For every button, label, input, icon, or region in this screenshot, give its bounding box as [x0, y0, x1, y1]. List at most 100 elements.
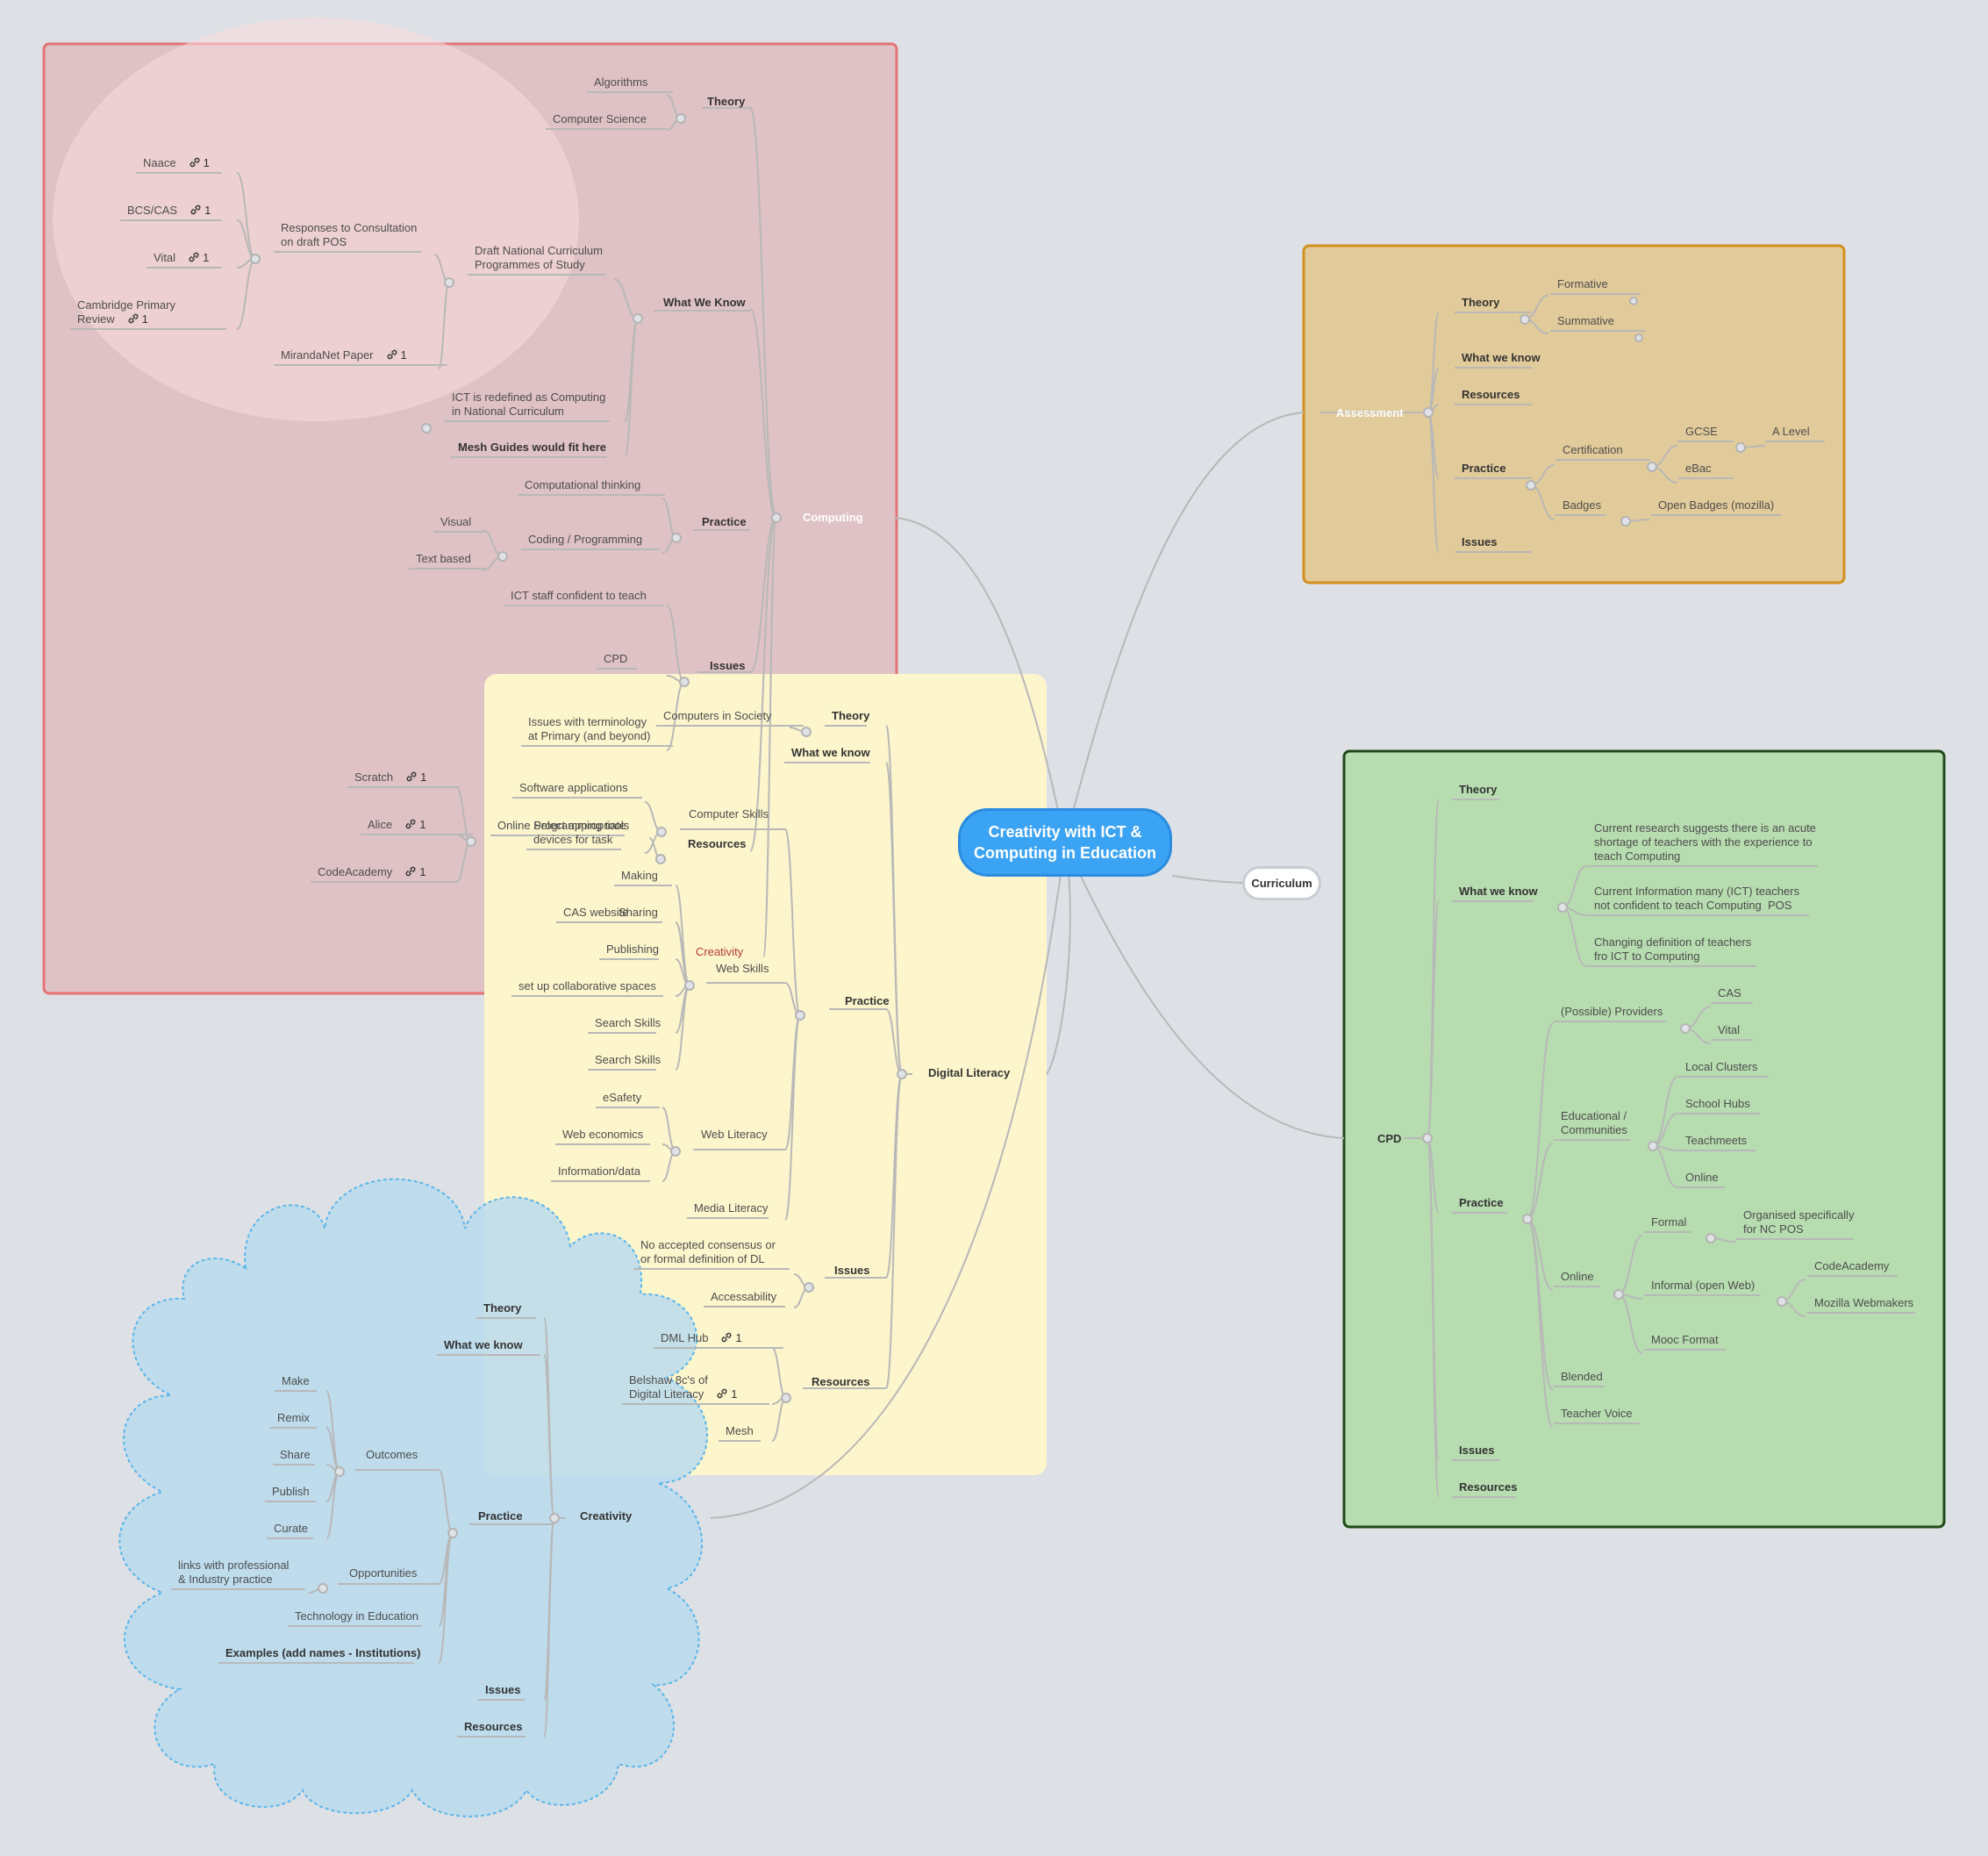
- topic-community[interactable]: Online: [1685, 1171, 1719, 1185]
- branch-collapse-dot[interactable]: [633, 313, 643, 324]
- topic-outcome[interactable]: Make: [282, 1374, 310, 1388]
- computing-issues[interactable]: Issues: [710, 659, 745, 673]
- branch-collapse-dot[interactable]: [1422, 1133, 1433, 1143]
- link-count[interactable]: 1: [720, 1331, 742, 1345]
- topic-formal-item[interactable]: Organised specifically for NC POS: [1743, 1208, 1854, 1236]
- link-count[interactable]: 1: [404, 818, 425, 832]
- topic-vital[interactable]: Vital: [1718, 1023, 1740, 1037]
- topic-media-literacy[interactable]: Media Literacy: [694, 1201, 769, 1215]
- topic-web-skill[interactable]: Search Skills: [595, 1016, 661, 1030]
- topic-computer-skills[interactable]: Computer Skills: [689, 807, 769, 821]
- topic-web-literacy[interactable]: Web Literacy: [701, 1128, 768, 1142]
- dl-what-we-know[interactable]: What we know: [791, 746, 870, 760]
- topic-web-literacy-item[interactable]: Web economics: [562, 1128, 643, 1142]
- branch-collapse-dot[interactable]: [795, 1010, 805, 1021]
- branch-collapse-dot[interactable]: [1680, 1023, 1691, 1034]
- creativity-topic[interactable]: Creativity: [580, 1509, 632, 1523]
- topic-ebac[interactable]: eBac: [1685, 462, 1712, 476]
- branch-collapse-dot[interactable]: [771, 512, 782, 523]
- branch-collapse-dot[interactable]: [1423, 407, 1434, 418]
- digital-literacy-topic[interactable]: Digital Literacy: [928, 1066, 1010, 1080]
- branch-collapse-dot[interactable]: [1735, 442, 1746, 453]
- topic-gcse[interactable]: GCSE: [1685, 425, 1718, 439]
- branch-collapse-dot[interactable]: [656, 827, 667, 837]
- topic-outcome[interactable]: Share: [280, 1448, 311, 1462]
- topic-outcome[interactable]: Remix: [277, 1411, 310, 1425]
- link-count[interactable]: 1: [404, 865, 426, 879]
- topic-formal[interactable]: Formal: [1651, 1215, 1686, 1229]
- branch-collapse-dot[interactable]: [1648, 1141, 1658, 1151]
- branch-collapse-dot[interactable]: [897, 1069, 907, 1079]
- topic-outcomes[interactable]: Outcomes: [366, 1448, 418, 1462]
- topic-ict-redefined[interactable]: ICT is redefined as Computing in Nationa…: [452, 391, 605, 419]
- branch-collapse-dot[interactable]: [334, 1466, 345, 1477]
- topic-web-skills[interactable]: Web Skills: [716, 962, 769, 976]
- topic-open-badges[interactable]: Open Badges (mozilla): [1658, 498, 1774, 512]
- dl-theory[interactable]: Theory: [832, 709, 869, 723]
- topic-blended[interactable]: Blended: [1561, 1370, 1603, 1384]
- creativity-theory[interactable]: Theory: [483, 1301, 521, 1315]
- dl-resources[interactable]: Resources: [812, 1375, 869, 1389]
- cpd-topic[interactable]: CPD: [1377, 1132, 1401, 1146]
- topic-online[interactable]: Online: [1561, 1270, 1594, 1284]
- computing-creativity[interactable]: Creativity: [696, 945, 743, 959]
- topic-opportunities[interactable]: Opportunities: [349, 1566, 417, 1580]
- creativity-practice[interactable]: Practice: [478, 1509, 523, 1523]
- assessment-branch[interactable]: What we know: [1462, 351, 1541, 365]
- topic-coding[interactable]: Coding / Programming: [528, 533, 642, 547]
- topic-online-tools[interactable]: Online Programming tools: [497, 819, 629, 833]
- topic-algorithms[interactable]: Algorithms: [594, 75, 647, 90]
- assessment-branch[interactable]: Practice: [1462, 462, 1506, 476]
- topic-a-level[interactable]: A Level: [1772, 425, 1810, 439]
- dl-practice[interactable]: Practice: [845, 994, 890, 1008]
- topic-ict-staff[interactable]: ICT staff confident to teach: [511, 589, 647, 603]
- cpd-theory[interactable]: Theory: [1459, 783, 1497, 797]
- link-count[interactable]: 1: [386, 348, 407, 362]
- branch-collapse-dot[interactable]: [421, 423, 432, 434]
- branch-collapse-dot[interactable]: [1706, 1233, 1716, 1243]
- branch-collapse-dot[interactable]: [1777, 1296, 1787, 1307]
- topic-terminology[interactable]: Issues with terminology at Primary (and …: [528, 715, 650, 743]
- link-count[interactable]: 1: [188, 251, 209, 265]
- branch-collapse-dot[interactable]: [1647, 462, 1657, 472]
- topic-cpd-issue[interactable]: CPD: [604, 652, 627, 666]
- topic-summative[interactable]: Summative: [1557, 314, 1614, 328]
- topic-technology-education[interactable]: Technology in Education: [295, 1609, 418, 1623]
- topic-cpd-knowledge[interactable]: Current Information many (ICT) teachers …: [1594, 885, 1799, 913]
- link-count[interactable]: 1: [405, 770, 426, 785]
- topic-community[interactable]: Teachmeets: [1685, 1134, 1747, 1148]
- topic-informal[interactable]: Informal (open Web): [1651, 1279, 1755, 1293]
- branch-collapse-dot[interactable]: [318, 1583, 328, 1594]
- topic-community[interactable]: Local Clusters: [1685, 1060, 1757, 1074]
- topic-mooc[interactable]: Mooc Format: [1651, 1333, 1719, 1347]
- branch-collapse-dot[interactable]: [1613, 1289, 1624, 1300]
- topic-select-devices[interactable]: Select appropriate devices for task: [533, 819, 626, 847]
- topic-responses[interactable]: Responses to Consultation on draft POS: [281, 221, 417, 249]
- topic-web-literacy-item[interactable]: eSafety: [603, 1091, 641, 1105]
- topic-draft-nc[interactable]: Draft National Curriculum Programmes of …: [475, 244, 603, 272]
- topic-computational-thinking[interactable]: Computational thinking: [525, 478, 640, 492]
- topic-web-skill[interactable]: CAS website: [563, 906, 628, 920]
- branch-collapse-dot[interactable]: [1522, 1214, 1533, 1224]
- topic-badges[interactable]: Badges: [1563, 498, 1601, 512]
- topic-computers-society[interactable]: Computers in Society: [663, 709, 772, 723]
- topic-mesh-guides[interactable]: Mesh Guides would fit here: [458, 441, 606, 455]
- assessment-branch[interactable]: Resources: [1462, 388, 1520, 402]
- branch-collapse-dot[interactable]: [801, 727, 812, 737]
- topic-web-skill[interactable]: Publishing: [606, 942, 659, 957]
- link-count[interactable]: 1: [190, 204, 211, 218]
- computing-what-we-know[interactable]: What We Know: [663, 296, 746, 310]
- branch-collapse-dot[interactable]: [1526, 480, 1536, 491]
- computing-resources[interactable]: Resources: [688, 837, 746, 851]
- topic-web-skill[interactable]: Making: [621, 869, 658, 883]
- creativity-issues[interactable]: Issues: [485, 1683, 520, 1697]
- topic-web-skill[interactable]: set up collaborative spaces: [518, 979, 656, 993]
- topic-text-based[interactable]: Text based: [416, 552, 471, 566]
